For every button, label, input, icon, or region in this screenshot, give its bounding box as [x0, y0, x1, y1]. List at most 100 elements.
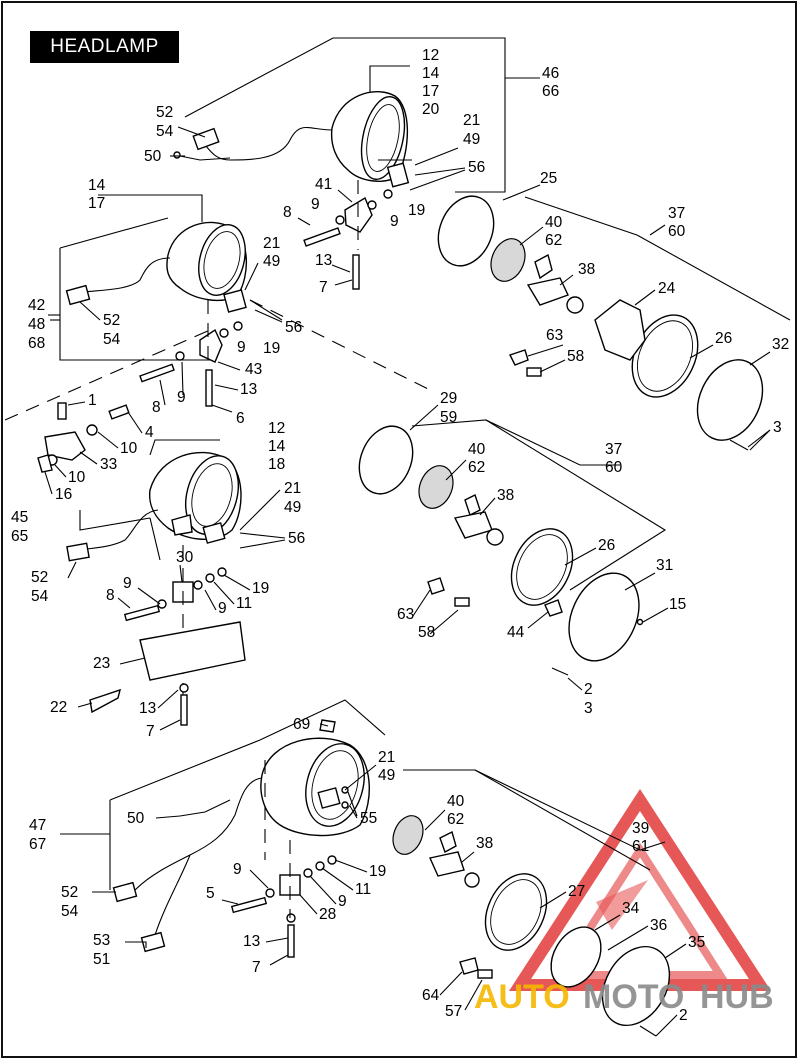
callout-4: 4 [145, 424, 154, 441]
top-trim-ring-32 [696, 359, 764, 441]
callout-11b: 11 [355, 881, 371, 898]
callout-28: 28 [319, 906, 336, 923]
callout-52c: 52 [31, 569, 48, 586]
third-headlamp-assembly [66, 419, 667, 726]
callout-62b: 62 [468, 459, 485, 476]
callout-12: 12 [422, 47, 439, 64]
callout-9e: 9 [123, 575, 132, 592]
top-socket [386, 162, 410, 188]
watermark-arrow-icon [596, 880, 648, 930]
page-title: HEADLAMP [50, 36, 159, 57]
callout-63b: 63 [397, 606, 414, 623]
callout-18: 18 [268, 456, 285, 473]
fork-bracket-23 [139, 621, 246, 681]
callout-15: 15 [669, 596, 686, 613]
callout-46: 46 [542, 65, 559, 82]
callout-12b: 12 [268, 420, 285, 437]
callout-9c: 9 [237, 339, 246, 356]
callout-61: 61 [632, 838, 649, 855]
callout-66: 66 [542, 83, 559, 100]
third-ring-29 [358, 425, 414, 495]
callout-8b: 8 [152, 399, 161, 416]
callout-58b: 58 [418, 624, 435, 641]
callout-19b: 19 [263, 340, 280, 357]
callout-21b: 21 [263, 235, 280, 252]
callout-13d: 13 [243, 933, 260, 950]
callout-40: 40 [545, 214, 563, 231]
callout-21d: 21 [378, 749, 395, 766]
callout-38: 38 [578, 261, 595, 278]
callout-42: 42 [28, 297, 45, 314]
third-trim-ring-31 [568, 572, 640, 662]
callout-17b: 17 [88, 195, 105, 212]
callout-2b: 2 [679, 1007, 688, 1024]
top-ring-25 [437, 195, 495, 267]
top-retainer-24 [594, 299, 646, 361]
callout-13: 13 [315, 252, 332, 269]
second-connector [65, 284, 91, 306]
callout-69: 69 [293, 716, 310, 733]
callout-19d: 19 [369, 863, 386, 880]
callout-63: 63 [546, 327, 563, 344]
third-connector [66, 542, 90, 562]
callout-3: 3 [773, 419, 782, 436]
callout-44: 44 [507, 624, 525, 641]
callout-14c: 14 [268, 438, 286, 455]
callout-56c: 56 [288, 530, 305, 547]
callout-31: 31 [656, 557, 673, 574]
callout-22: 22 [50, 699, 67, 716]
bottom-connector-53 [140, 931, 166, 953]
callout-14b: 14 [88, 177, 106, 194]
callout-65: 65 [11, 528, 28, 545]
callout-43: 43 [245, 361, 262, 378]
callout-14: 14 [422, 65, 440, 82]
callout-52: 52 [156, 104, 173, 121]
callout-2: 2 [584, 681, 593, 698]
callout-32: 32 [772, 336, 789, 353]
title-box [30, 31, 179, 63]
callout-57: 57 [445, 1003, 462, 1020]
callout-7c: 7 [252, 959, 261, 976]
callout-1: 1 [88, 392, 97, 409]
mount-bracket-assembly [37, 402, 130, 473]
top-bulb-38 [526, 277, 569, 306]
callout-27: 27 [568, 883, 585, 900]
top-connector [192, 127, 220, 151]
callout-54b: 54 [103, 331, 121, 348]
callout-9f: 9 [218, 600, 227, 617]
callout-62c: 62 [447, 811, 464, 828]
callout-54c: 54 [31, 588, 49, 605]
third-lens-26 [510, 528, 574, 606]
callout-24: 24 [658, 280, 676, 297]
callout-labels: 12 14 17 20 46 66 52 54 50 21 49 56 41 8… [11, 47, 789, 1024]
callout-67: 67 [29, 836, 46, 853]
callout-58: 58 [567, 348, 584, 365]
callout-52d: 52 [61, 884, 78, 901]
callout-7b: 7 [146, 723, 155, 740]
callout-54d: 54 [61, 903, 79, 920]
callout-56: 56 [468, 159, 485, 176]
callout-19c: 19 [252, 580, 269, 597]
callout-3b: 3 [584, 700, 593, 717]
leader-lines [44, 126, 771, 1037]
callout-68: 68 [28, 335, 45, 352]
callout-13b: 13 [240, 381, 257, 398]
callout-49d: 49 [378, 767, 395, 784]
callout-40c: 40 [447, 793, 465, 810]
callout-9g: 9 [233, 861, 242, 878]
callout-33: 33 [100, 456, 117, 473]
callout-50b: 50 [127, 810, 145, 827]
watermark-brand-right: HUB [700, 978, 774, 1016]
callout-54: 54 [156, 123, 174, 140]
bottom-trim-ring-35 [601, 945, 671, 1027]
callout-17: 17 [422, 83, 439, 100]
callout-49: 49 [463, 131, 480, 148]
callout-9b: 9 [390, 213, 399, 230]
callout-5: 5 [206, 885, 215, 902]
callout-48: 48 [28, 316, 45, 333]
callout-25: 25 [540, 170, 557, 187]
bracket-33 [44, 431, 86, 461]
